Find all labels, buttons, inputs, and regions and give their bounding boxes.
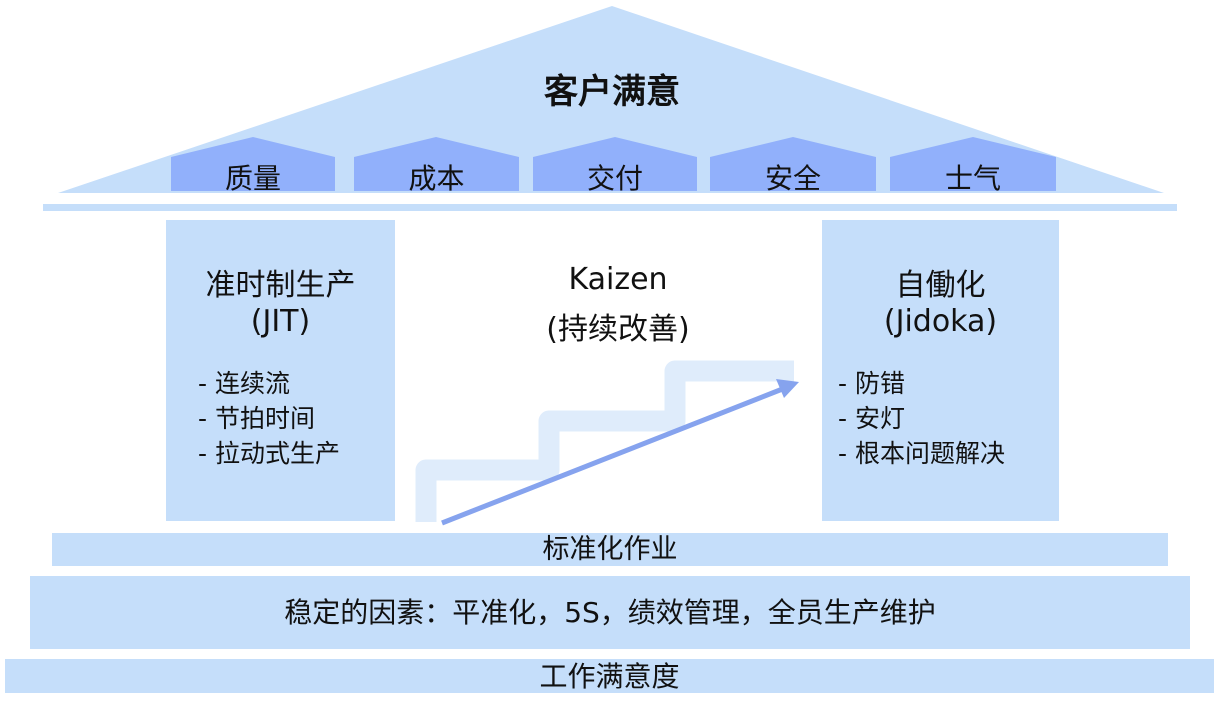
list-item: - 安灯 bbox=[838, 404, 905, 433]
left-pillar-jit: 准时制生产 (JIT) - 连续流 - 节拍时间 - 拉动式生产 bbox=[166, 220, 395, 521]
goal-shape-2 bbox=[354, 137, 519, 191]
standard-work-bar: 标准化作业 bbox=[52, 533, 1168, 566]
goal-shape-1 bbox=[171, 137, 335, 191]
list-item: - 连续流 bbox=[198, 369, 290, 398]
right-pillar-title: 自働化 bbox=[895, 268, 986, 303]
goal-morale: 士气 bbox=[944, 162, 1001, 195]
left-pillar-list: - 连续流 - 节拍时间 - 拉动式生产 bbox=[198, 366, 340, 471]
list-item: - 节拍时间 bbox=[198, 404, 315, 433]
goal-safety: 安全 bbox=[764, 162, 821, 195]
list-item: - 根本问题解决 bbox=[838, 439, 1005, 468]
goal-delivery: 交付 bbox=[586, 162, 643, 195]
kaizen-subtitle: (持续改善) bbox=[546, 312, 690, 347]
job-satisfaction-bar: 工作满意度 bbox=[5, 659, 1214, 693]
roof-title: 客户满意 bbox=[544, 72, 680, 112]
right-pillar-list: - 防错 - 安灯 - 根本问题解决 bbox=[838, 366, 1005, 471]
roof-beam bbox=[43, 204, 1177, 211]
right-pillar-jidoka: 自働化 (Jidoka) - 防错 - 安灯 - 根本问题解决 bbox=[822, 220, 1059, 521]
list-item: - 拉动式生产 bbox=[198, 439, 340, 468]
goal-shape-5 bbox=[890, 137, 1056, 191]
right-pillar-subtitle: (Jidoka) bbox=[883, 304, 998, 339]
left-pillar-title: 准时制生产 bbox=[205, 268, 356, 303]
left-pillar-subtitle: (JIT) bbox=[250, 304, 311, 339]
kaizen-arrow-head bbox=[776, 379, 799, 398]
kaizen-stairs bbox=[415, 360, 794, 522]
goal-shape-4 bbox=[710, 137, 876, 191]
goal-cost: 成本 bbox=[408, 162, 465, 195]
stability-bar: 稳定的因素：平准化，5S，绩效管理，全员生产维护 bbox=[30, 576, 1190, 649]
kaizen-arrow-line bbox=[441, 385, 786, 526]
kaizen-title: Kaizen bbox=[568, 262, 668, 297]
goal-shape-3 bbox=[533, 137, 697, 191]
list-item: - 防错 bbox=[838, 369, 905, 398]
goal-quality: 质量 bbox=[224, 162, 281, 195]
roof bbox=[58, 6, 1164, 193]
